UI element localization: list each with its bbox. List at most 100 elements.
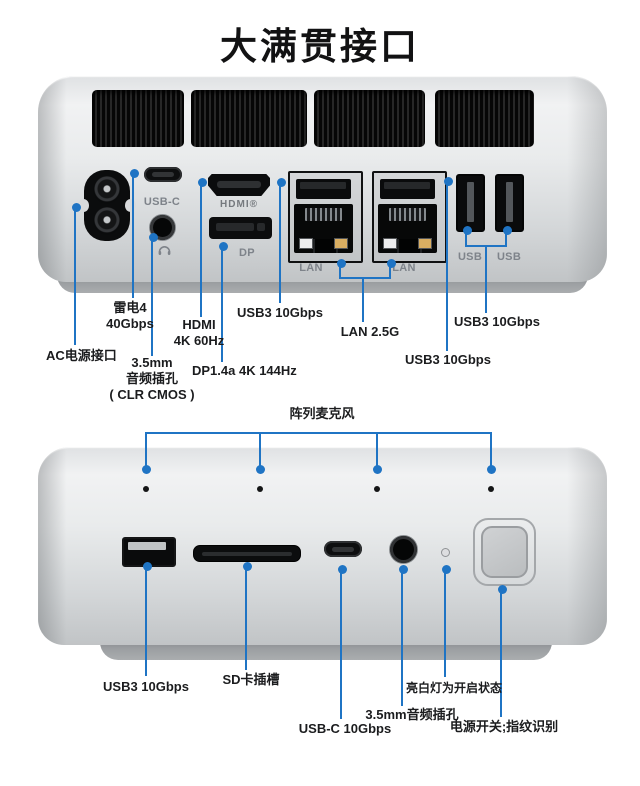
callout-line [279,182,281,303]
callout-dot [337,564,347,574]
vent-grille [191,90,307,147]
callout-dot [141,464,151,474]
usb-a-port-vertical [456,174,485,232]
label-line: HDMI [182,317,216,332]
callout-line [376,432,378,467]
callout-dot [497,584,507,594]
usb-a-port [380,179,435,199]
callout-line [340,569,342,719]
callout-dot [441,564,451,574]
callout-line [444,569,446,677]
callout-label-ac: AC电源接口 [46,348,117,363]
callout-dot [443,176,453,186]
callout-line [490,432,492,467]
callout-label-dp: DP1.4a 4K 144Hz [192,363,297,378]
ac-inlet-notch [78,199,89,212]
callout-line [505,230,507,247]
callout-line [145,566,147,676]
callout-line [145,432,147,467]
usb-port-mark: USB [457,251,483,263]
callout-line [245,566,247,670]
label-line: 雷电4 [113,300,147,315]
callout-line [74,207,76,345]
lan-port-mark: LAN [299,262,323,274]
callout-dot [142,561,152,571]
callout-label-lan: LAN 2.5G [340,324,400,339]
callout-label-usb3-front: USB3 10Gbps [103,679,189,694]
callout-dot [197,177,207,187]
callout-line [145,432,492,434]
lan-port-mark: LAN [392,262,416,274]
callout-label-hdmi: HDMI 4K 60Hz [174,317,225,349]
label-line: ( CLR CMOS ) [109,387,195,402]
usbc-port-mark: USB-C [143,196,181,208]
callout-dot [398,564,408,574]
callout-label-audio-jack: 3.5mm 音频插孔 ( CLR CMOS ) [109,355,194,403]
mic-hole [488,486,494,492]
callout-label-jack-front: 3.5mm音频插孔 [365,707,459,722]
callout-label-usb3-left: USB3 10Gbps [237,305,323,320]
callout-line [339,263,341,279]
hdmi-port-mark: HDMI® [220,199,258,210]
label-line: 4K 60Hz [173,333,225,348]
activity-led [418,238,432,249]
callout-line [389,263,391,279]
label-line: 音频插孔 [125,371,178,386]
vent-grille [435,90,534,147]
ac-inlet-notch [125,199,136,212]
callout-label-power: 电源开关;指纹识别 [449,719,559,734]
callout-label-sd: SD卡插槽 [222,672,280,687]
link-led [383,238,397,249]
usb-a-port-vertical [495,174,524,232]
callout-line [132,173,134,298]
audio-jack-front [390,536,417,563]
ethernet-pins [305,208,342,221]
ethernet-port [294,204,353,253]
lan-usb-combo-2 [372,171,447,263]
vent-grille [92,90,184,147]
callout-label-usbc-front: USB-C 10Gbps [298,721,392,736]
callout-dot [255,464,265,474]
usb-port-mark: USB [496,251,522,263]
callout-dot [372,464,382,474]
callout-dot [129,168,139,178]
mic-hole [374,486,380,492]
callout-line [500,589,502,717]
callout-dot [486,464,496,474]
callout-label-usb3-mid: USB3 10Gbps [405,352,491,367]
callout-dot [218,241,228,251]
callout-dot [242,561,252,571]
label-line: 40Gbps [106,316,154,331]
callout-line [221,246,223,362]
callout-dot [148,232,158,242]
callout-dot [386,258,396,268]
callout-dot [71,202,81,212]
dp-port-mark: DP [239,247,255,259]
displayport-port [209,217,272,239]
hdmi-port [208,174,270,196]
power-button-fingerprint [481,526,528,578]
ethernet-pins [389,208,426,221]
page-title: 大满贯接口 [220,26,420,67]
power-led [441,548,450,557]
callout-line [446,181,448,351]
callout-line [362,278,364,322]
callout-line [401,569,403,706]
vent-grille [314,90,425,147]
callout-line [259,432,261,467]
usbc-port-front [324,541,362,557]
lan-usb-combo-1 [288,171,363,263]
callout-line [339,277,391,279]
callout-line [200,182,202,317]
callout-label-mic-array: 阵列麦克风 [289,406,355,421]
mic-hole [143,486,149,492]
usbc-port-back [144,167,182,182]
callout-label-usb3-right: USB3 10Gbps [454,314,540,329]
ac-power-inlet [78,170,136,241]
sd-card-slot [193,545,301,562]
callout-line [151,237,153,356]
callout-label-thunderbolt4: 雷电4 40Gbps [106,300,154,332]
activity-led [334,238,348,249]
callout-dot [502,225,512,235]
